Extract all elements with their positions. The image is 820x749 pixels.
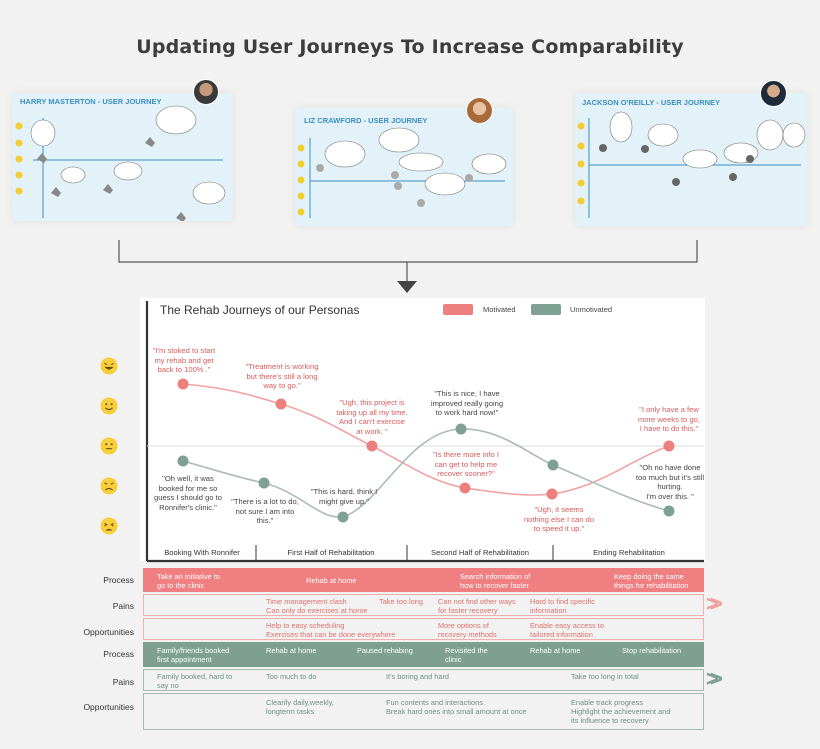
row-label-process: Process (103, 575, 134, 585)
motivated-pains-band (143, 594, 704, 616)
journey-chart-panel (140, 298, 705, 561)
tired-face-icon (100, 517, 118, 535)
journey-card-harry: HARRY MASTERTON - USER JOURNEY (13, 93, 233, 221)
stage-label: First Half of Rehabilitation (287, 548, 375, 557)
motivated-line (182, 383, 670, 496)
motivated-point-5 (546, 488, 558, 500)
legend-label-motivated: Motivated (483, 305, 516, 314)
chevron-right-icon: >> (706, 591, 722, 616)
avatar (193, 79, 219, 105)
mini-journey-chart (577, 111, 806, 218)
legend-swatch-unmotivated (531, 304, 561, 315)
unmotivated-pains-band (143, 669, 704, 691)
mini-journey-chart (15, 105, 226, 221)
journey-card-liz: LIZ CRAWFORD - USER JOURNEY (295, 108, 513, 226)
row-label-pains: Pains (112, 601, 134, 611)
mini-journey-chart (297, 127, 507, 218)
table-cell: Clearify daily,weekly,longterm tasks (266, 698, 334, 716)
page-title: Updating User Journeys To Increase Compa… (136, 36, 684, 58)
motivated-point-2 (275, 398, 287, 410)
avatar (760, 80, 787, 107)
motivated-point-4 (459, 482, 471, 494)
grinning-face-icon (100, 357, 118, 375)
table-cell: Paused rehabing (357, 646, 413, 655)
motivated-point-6 (663, 440, 675, 452)
table-cell: It's boring and hard (386, 672, 450, 681)
motivated-process-band (143, 568, 704, 592)
unmotivated-point-6 (663, 505, 675, 517)
annotation-unmotivated-2: "There is a lot to do,not sure I am into… (231, 497, 299, 525)
avatar (466, 97, 493, 124)
card-title: HARRY MASTERTON - USER JOURNEY (20, 97, 162, 106)
row-label-opportunities: Opportunities (83, 702, 134, 712)
card-title: JACKSON O'REILLY - USER JOURNEY (582, 98, 721, 107)
stage-label: Ending Rehabilitation (593, 548, 665, 557)
unmotivated-point-4 (455, 423, 467, 435)
smiling-face-icon (100, 397, 118, 415)
unmotivated-opportunities-band (143, 693, 704, 730)
table-cell: Rehab at home (266, 646, 317, 655)
table-cell: Take too long (379, 597, 423, 606)
table-cell: Rehab at home (530, 646, 581, 655)
unmotivated-point-1 (177, 455, 189, 467)
unmotivated-point-3 (337, 511, 349, 523)
legend-swatch-motivated (443, 304, 473, 315)
row-label-pains: Pains (112, 677, 134, 687)
unmotivated-point-2 (258, 477, 270, 489)
stage-label: Second Half of Rehabilitation (431, 548, 529, 557)
frowning-face-icon (100, 477, 118, 495)
card-title: LIZ CRAWFORD - USER JOURNEY (304, 116, 428, 125)
motivated-point-1 (177, 378, 189, 390)
motivated-opportunities-band (143, 618, 704, 640)
unmotivated-process-band (143, 642, 704, 667)
unmotivated-point-5 (547, 459, 559, 471)
table-cell: Stop rehabilitation (622, 646, 682, 655)
chevron-right-icon: >> (706, 666, 722, 691)
stage-label: Booking With Ronnifer (164, 548, 240, 557)
chart-title: The Rehab Journeys of our Personas (160, 303, 360, 317)
legend-label-unmotivated: Unmotivated (570, 305, 613, 314)
table-cell: Too much to do (266, 672, 317, 681)
table-cell: Take too long in total (571, 672, 639, 681)
row-label-opportunities: Opportunities (83, 627, 134, 637)
journey-card-jackson: JACKSON O'REILLY - USER JOURNEY (575, 93, 807, 226)
motivated-point-3 (366, 440, 378, 452)
row-label-process: Process (103, 649, 134, 659)
table-cell: Rehab at home (306, 576, 357, 585)
neutral-face-icon (100, 437, 118, 455)
